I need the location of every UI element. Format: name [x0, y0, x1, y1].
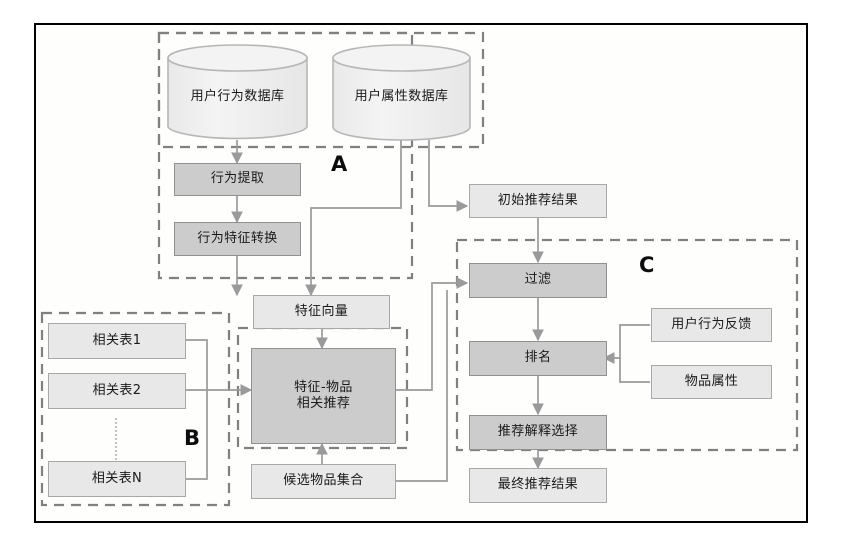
node-initial-recommendation-result[interactable]: 初始推荐结果	[469, 184, 607, 218]
user-attribute-db-label: 用户属性数据库	[354, 89, 449, 104]
group-label-b: B	[184, 426, 201, 450]
node-filter[interactable]: 过滤	[469, 263, 607, 298]
node-behavior-feature-transform[interactable]: 行为特征转换	[174, 222, 301, 256]
node-related-table-1[interactable]: 相关表1	[48, 323, 186, 359]
node-final-recommendation-result[interactable]: 最终推荐结果	[469, 468, 607, 503]
core-label-line1: 特征-物品	[294, 379, 353, 395]
node-candidate-item-set[interactable]: 候选物品集合	[251, 464, 396, 499]
node-feature-vector[interactable]: 特征向量	[253, 295, 390, 329]
group-label-a: A	[331, 152, 348, 176]
user-behavior-db-label: 用户行为数据库	[190, 89, 285, 104]
node-ranking[interactable]: 排名	[469, 341, 607, 376]
node-related-table-2[interactable]: 相关表2	[48, 373, 186, 409]
node-item-attribute[interactable]: 物品属性	[651, 365, 772, 399]
node-related-table-n[interactable]: 相关表N	[48, 461, 186, 497]
node-recommendation-explanation-selection[interactable]: 推荐解释选择	[469, 415, 607, 450]
node-feature-item-recommendation[interactable]: 特征-物品 相关推荐	[251, 348, 396, 444]
node-behavior-extraction[interactable]: 行为提取	[174, 163, 301, 196]
vertical-ellipsis-icon	[115, 418, 119, 460]
core-label-line2: 相关推荐	[296, 396, 351, 411]
group-label-c: C	[639, 253, 655, 277]
node-user-behavior-feedback[interactable]: 用户行为反馈	[651, 308, 772, 342]
